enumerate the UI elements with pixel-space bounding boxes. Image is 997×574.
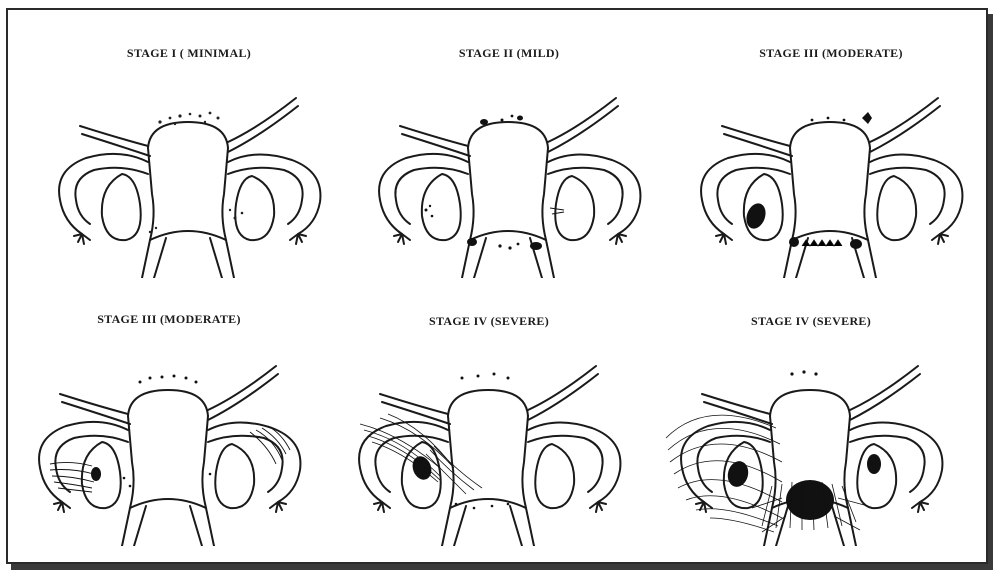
lesion-overlay	[652, 278, 970, 546]
lesion-overlay	[330, 278, 648, 546]
stage-panel: STAGE III (MODERATE)	[672, 10, 990, 278]
lesion-overlay	[30, 10, 348, 278]
stage-panel: STAGE IV (SEVERE)	[652, 278, 970, 546]
stage-panel: STAGE II (MILD)	[350, 10, 668, 278]
lesion-overlay	[10, 278, 328, 546]
lesion-overlay	[350, 10, 668, 278]
stage-panel: STAGE III (MODERATE)	[10, 278, 328, 546]
lesion-overlay	[672, 10, 990, 278]
stage-panel: STAGE I ( MINIMAL)	[30, 10, 348, 278]
stage-panel: STAGE IV (SEVERE)	[330, 278, 648, 546]
